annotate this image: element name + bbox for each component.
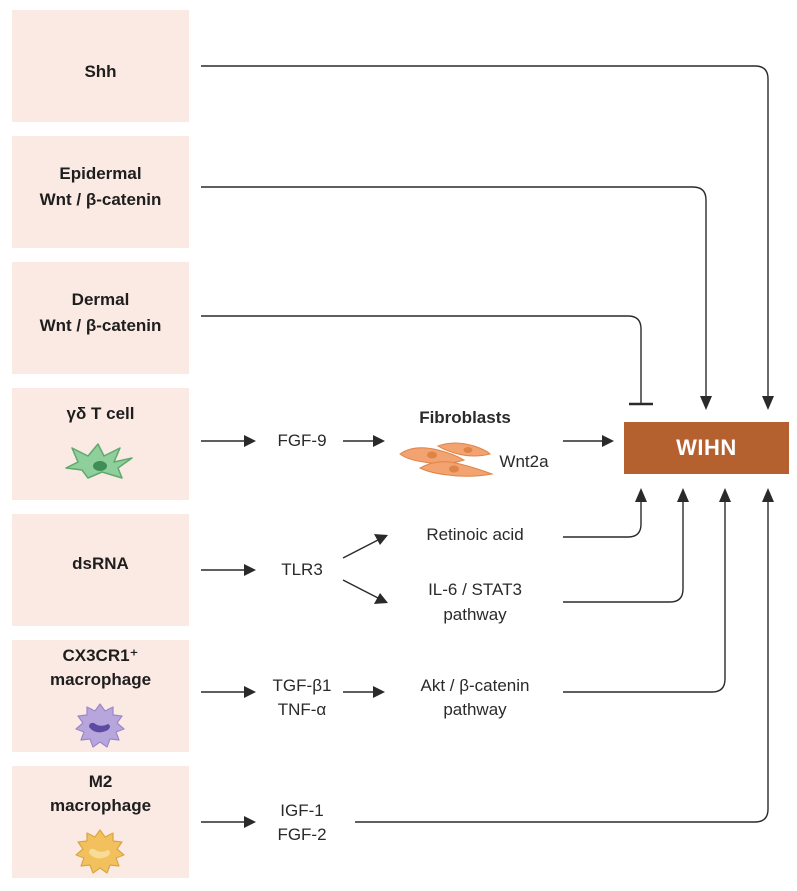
fibroblasts-label: Fibroblasts (419, 408, 511, 427)
retinoic-acid-label: Retinoic acid (426, 525, 524, 544)
cx3cr1-label-line1: CX3CR1⁺ (62, 646, 139, 665)
il6-stat3-label-line2: pathway (443, 605, 507, 624)
source-box-m2-macrophage: M2 macrophage (12, 766, 189, 878)
igf1-label: IGF-1 (280, 801, 324, 820)
wihn-target-box: WIHN (624, 422, 789, 474)
shh-label: Shh (84, 62, 117, 81)
source-box-dsrna: dsRNA (12, 514, 189, 626)
m2-label-line1: M2 (88, 772, 113, 791)
source-box-shh: Shh (12, 10, 189, 122)
fgf9-label: FGF-9 (277, 431, 327, 450)
source-box-epidermal-wnt: Epidermal Wnt / β-catenin (12, 136, 189, 248)
macrophage-m2-icon (75, 829, 125, 874)
akt-beta-catenin-label-line2: pathway (443, 700, 507, 719)
akt-beta-catenin-label-line1: Akt / β-catenin (420, 676, 530, 695)
arrow-epidermal-to-wihn (201, 186, 707, 400)
fgf2-label: FGF-2 (277, 825, 327, 844)
arrow-akt-to-wihn (563, 500, 726, 693)
tgf-beta1-label: TGF-β1 (272, 676, 332, 695)
inhibit-dermal-to-wihn (201, 315, 642, 403)
m2-label-line2: macrophage (49, 796, 152, 815)
tlr3-label: TLR3 (281, 560, 323, 579)
tnf-alpha-label: TNF-α (277, 700, 327, 719)
dermal-label-line1: Dermal (71, 290, 130, 309)
wnt2a-label: Wnt2a (499, 452, 549, 471)
il6-stat3-label-line1: IL-6 / STAT3 (428, 580, 522, 599)
source-box-cx3cr1-macrophage: CX3CR1⁺ macrophage (12, 640, 189, 752)
wihn-label: WIHN (676, 435, 737, 460)
dermal-label-line2: Wnt / β-catenin (39, 316, 162, 335)
arrow-il6-to-wihn (563, 500, 684, 603)
arrow-tlr3-to-il6 (342, 579, 379, 599)
arrow-tlr3-to-retinoic-acid (342, 539, 379, 559)
arrow-igf-to-wihn (355, 500, 769, 823)
arrow-shh-to-wihn (201, 65, 769, 400)
epidermal-label-line1: Epidermal (59, 164, 142, 183)
fibroblast-cells-icon (399, 442, 494, 477)
dsrna-label: dsRNA (72, 554, 129, 573)
source-box-dermal-wnt: Dermal Wnt / β-catenin (12, 262, 189, 374)
epidermal-label-line2: Wnt / β-catenin (39, 190, 162, 209)
gdt-label: γδ T cell (66, 404, 135, 423)
cx3cr1-label-line2: macrophage (49, 670, 152, 689)
t-cell-icon (65, 443, 133, 479)
arrow-retinoic-acid-to-wihn (563, 500, 642, 538)
macrophage-cx3cr1-icon (75, 703, 125, 748)
source-box-gamma-delta-t-cell: γδ T cell (12, 388, 189, 500)
